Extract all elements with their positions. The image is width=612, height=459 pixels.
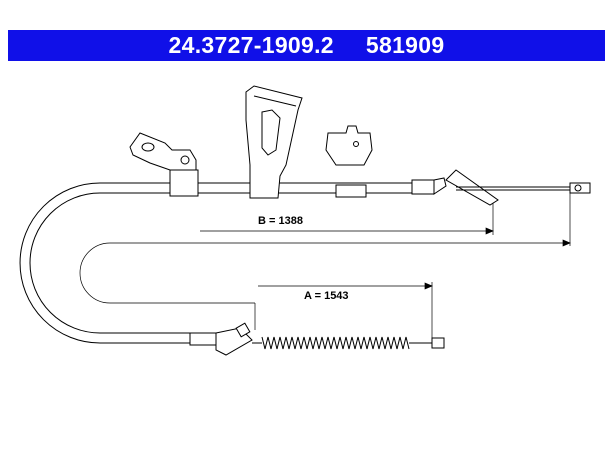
mounting-bracket-left: [129, 132, 199, 197]
cable-sheath: [19, 182, 412, 344]
dimension-a-label: A = 1543: [304, 290, 349, 302]
dimension-a: [258, 282, 433, 345]
dimension-guide: [79, 242, 565, 330]
return-spring: [252, 336, 445, 350]
end-fitting-left: [189, 322, 253, 356]
dimension-b-label: B = 1388: [258, 215, 303, 227]
mounting-bracket-right: [325, 125, 373, 198]
mounting-bracket-center: [245, 85, 303, 199]
dimension-b: [200, 190, 571, 247]
reference-number: 581909: [365, 32, 445, 58]
part-number: 24.3727-1909.2: [168, 32, 334, 58]
end-fitting-right: [411, 169, 591, 206]
title-banner: 24.3727-1909.2 581909: [8, 30, 605, 61]
